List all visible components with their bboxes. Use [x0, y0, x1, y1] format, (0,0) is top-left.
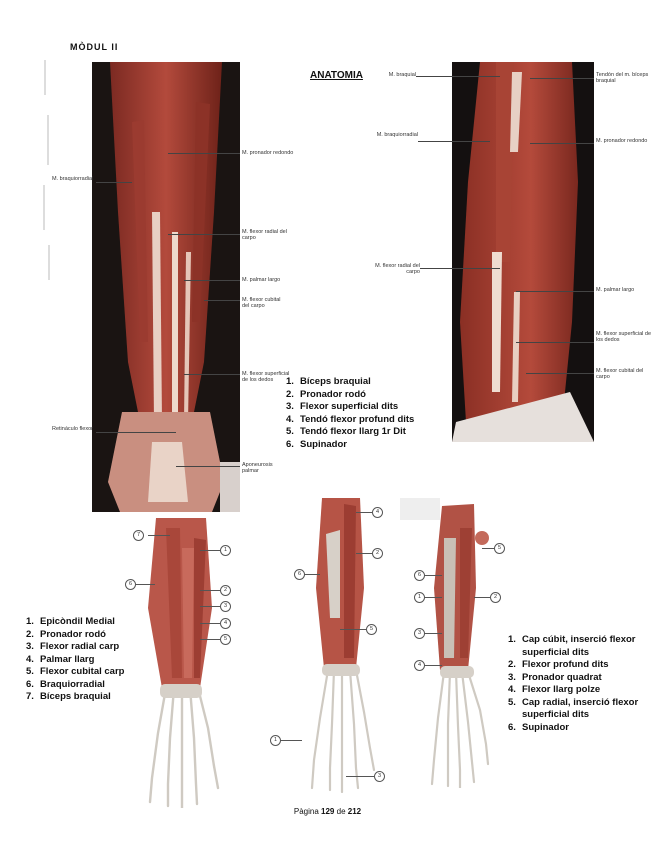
- list-item: 5.Flexor cubital carp: [26, 666, 125, 677]
- label-palmaris-right: M. palmar largo: [596, 287, 635, 293]
- label-palmar-aponeurosis: Aponeurosis palmar: [242, 462, 273, 474]
- forearm-photo-lateral: [452, 62, 594, 442]
- footer-prefix: Pàgina: [293, 807, 319, 816]
- list-item: 1.Bíceps braquial: [286, 376, 371, 387]
- legend-list-photo: 1.Bíceps braquial 2.Pronador rodó 3.Flex…: [286, 376, 446, 451]
- marker-2: 2: [372, 548, 383, 559]
- current-page: 129: [321, 807, 335, 816]
- forearm-photo-anterior: [92, 62, 240, 512]
- marker-2: 2: [220, 585, 231, 596]
- marker-6: 6: [125, 579, 136, 590]
- label-fds-right: M. flexor superficial de los dedos: [596, 331, 652, 343]
- marker-5: 5: [366, 624, 377, 635]
- marker-4: 4: [372, 507, 383, 518]
- list-item: 6.Supinador: [508, 721, 569, 733]
- list-item: 5.Cap radial, inserció flexor superficia…: [508, 696, 639, 721]
- list-item: 2.Flexor profund dits: [508, 659, 609, 670]
- marker-1: 1: [270, 735, 281, 746]
- label-biceps-tendon: Tendón del m. bíceps braquial: [596, 72, 649, 84]
- marker-6: 6: [414, 570, 425, 581]
- page-footer: Pàgina 129 de 212: [0, 807, 655, 816]
- list-item: 2.Pronador rodó: [286, 388, 366, 400]
- list-item: 3.Flexor superficial dits: [286, 401, 399, 412]
- legend-list-superficial: 1.Epicòndil Medial 2.Pronador rodó 3.Fle…: [26, 616, 176, 704]
- marker-3: 3: [220, 601, 231, 612]
- list-item: 4.Tendó flexor profund dits: [286, 413, 415, 425]
- label-fcu-left: M. flexor cubital del carpo: [242, 297, 281, 309]
- label-fcu-right: M. flexor cubital del carpo: [596, 368, 644, 380]
- marker-5: 5: [494, 543, 505, 554]
- label-retinaculum: Retináculo flexor: [52, 426, 93, 432]
- list-item: 1.Epicòndil Medial: [26, 616, 115, 627]
- label-fcr-right: M. flexor radial del carpo: [375, 263, 420, 275]
- section-title: ANATOMIA: [310, 70, 363, 81]
- list-item: 3.Pronador quadrat: [508, 671, 602, 683]
- list-item: 6.Supinador: [286, 438, 347, 450]
- list-item: 4.Palmar llarg: [26, 653, 95, 665]
- list-item: 5.Tendó flexor llarg 1r Dit: [286, 426, 406, 437]
- label-pronator-teres-left: M. pronador redondo: [242, 150, 294, 156]
- list-item: 7.Bíceps braquial: [26, 691, 111, 702]
- diagram-deep-flexors: [400, 498, 490, 790]
- marker-6: 6: [294, 569, 305, 580]
- list-item: 1.Cap cúbit, inserció flexor superficial…: [508, 634, 636, 658]
- label-pronator-teres-right: M. pronador redondo: [596, 138, 648, 144]
- label-palmaris-left: M. palmar largo: [242, 277, 281, 283]
- diagram-intermediate-layer: [300, 498, 380, 794]
- legend-list-deep: 1.Cap cúbit, inserció flexor superficial…: [508, 634, 648, 734]
- list-item: 3.Flexor radial carp: [26, 641, 120, 652]
- label-brachialis: M. braquial: [388, 72, 416, 78]
- marker-1: 1: [414, 592, 425, 603]
- marker-5: 5: [220, 634, 231, 645]
- marker-4: 4: [220, 618, 231, 629]
- scan-artifact: [43, 60, 50, 280]
- list-item: 2.Pronador rodó: [26, 628, 106, 640]
- label-brachioradialis-left: M. braquiorradial: [52, 176, 94, 182]
- total-pages: 212: [347, 807, 362, 816]
- marker-1: 1: [220, 545, 231, 556]
- marker-7: 7: [133, 530, 144, 541]
- marker-4: 4: [414, 660, 425, 671]
- footer-middle: de: [336, 807, 346, 816]
- label-fcr-left: M. flexor radial del carpo: [242, 229, 287, 241]
- label-fds-left: M. flexor superficial de los dedos: [242, 371, 290, 383]
- module-header: MÒDUL II: [70, 42, 119, 52]
- marker-3: 3: [414, 628, 425, 639]
- diagram-superficial-flexors: [120, 518, 230, 810]
- marker-2: 2: [490, 592, 501, 603]
- list-item: 6.Braquiorradial: [26, 678, 105, 690]
- marker-3: 3: [374, 771, 385, 782]
- list-item: 4.Flexor llarg polze: [508, 684, 601, 695]
- label-brachioradialis-right: M. braquiorradial: [376, 132, 418, 138]
